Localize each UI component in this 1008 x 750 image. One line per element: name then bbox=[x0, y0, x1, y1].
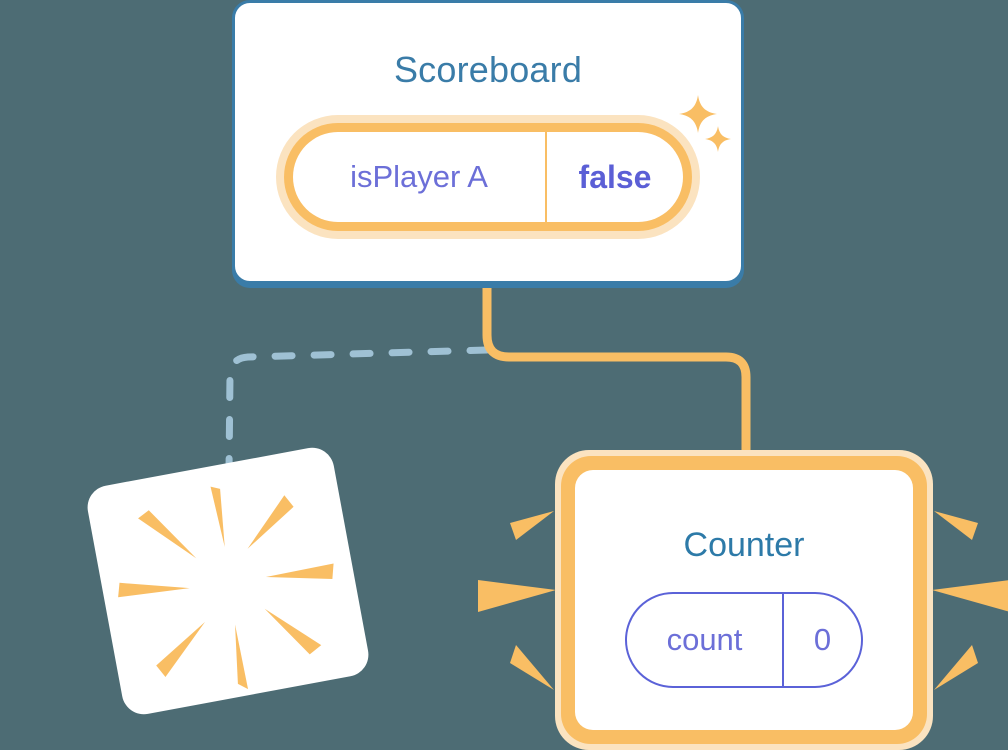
pill-body: isPlayer A false bbox=[293, 132, 683, 222]
counter-state-key: count bbox=[666, 622, 743, 657]
sparkle-icon bbox=[705, 126, 731, 152]
sparkle-icon bbox=[679, 95, 717, 133]
scoreboard-state-value: false bbox=[578, 158, 652, 195]
counter-body: Counter count 0 bbox=[575, 470, 913, 730]
pill-divider bbox=[545, 132, 547, 222]
burst-rays-icon bbox=[118, 486, 334, 690]
connector-solid-to-counter bbox=[482, 276, 751, 471]
scoreboard-state-pill[interactable]: isPlayer A false bbox=[276, 115, 700, 239]
counter-state-value: 0 bbox=[813, 622, 832, 657]
counter-right-rays-icon bbox=[932, 511, 1008, 690]
connector-dashed-to-removed-card bbox=[225, 346, 491, 474]
scoreboard-state-key: isPlayer A bbox=[350, 159, 488, 194]
pill-divider bbox=[782, 594, 784, 686]
scoreboard-title: Scoreboard bbox=[393, 49, 583, 90]
counter-state-pill[interactable]: count 0 bbox=[625, 592, 863, 688]
removed-card bbox=[83, 444, 373, 718]
counter-card[interactable]: Counter count 0 bbox=[555, 450, 933, 750]
counter-title: Counter bbox=[683, 526, 805, 564]
